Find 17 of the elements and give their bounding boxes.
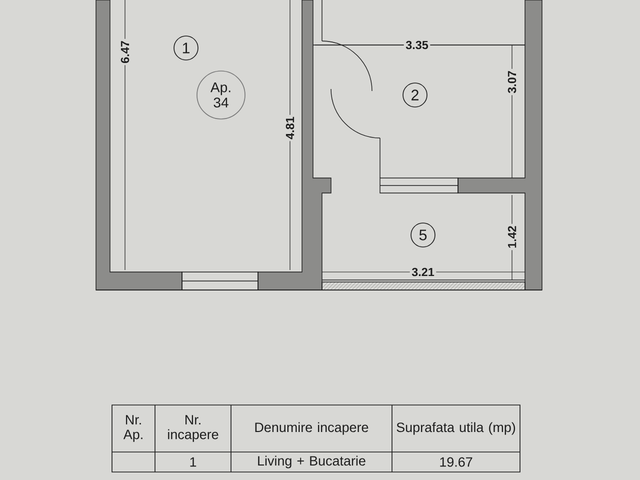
table-text: Living + Bucatarie: [258, 456, 366, 468]
column-header: Nr. Ap.: [123, 415, 142, 442]
room-number: 1: [174, 36, 198, 60]
dimension-label: 3.07: [506, 68, 518, 96]
room-number: 2: [402, 82, 428, 108]
dimension-label: 3.35: [404, 39, 430, 51]
column-header: Denumire incapere: [255, 422, 368, 435]
dimension-label: 4.81: [284, 114, 296, 142]
column-header: Suprafata utila (mp): [396, 422, 516, 435]
dimension-label: 1.42: [506, 224, 518, 250]
table-text: 1: [190, 457, 196, 467]
dimension-label: 3.21: [410, 266, 436, 278]
dimension-label: 6.47: [119, 38, 131, 66]
table-text: 19.67: [440, 457, 472, 467]
room-number: Ap. 34: [196, 70, 246, 120]
column-header: Nr. incapere: [168, 415, 218, 442]
room-number: 5: [410, 222, 436, 248]
